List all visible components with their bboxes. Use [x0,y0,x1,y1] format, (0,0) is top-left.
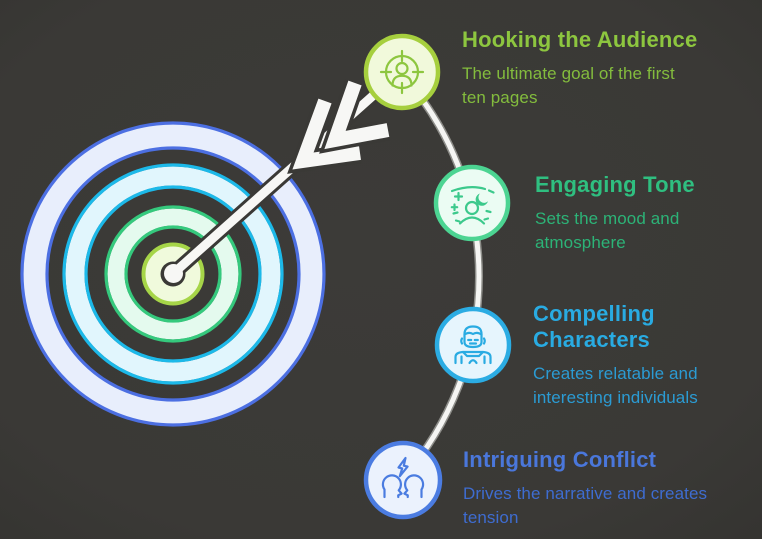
milestone-circle-4 [363,440,443,520]
mood-night-icon [450,186,495,225]
arrow [164,79,390,283]
milestone-2-subtitle: Sets the mood and atmosphere [535,209,680,252]
milestone-2-title: Engaging Tone [535,172,695,197]
milestone-2-text: Engaging Tone Sets the mood and atmosphe… [535,172,762,255]
arrow-impact-dot [164,264,183,283]
milestone-1-title: Hooking the Audience [462,27,698,52]
milestone-3-text: Compelling Characters Creates relatable … [533,301,762,410]
milestone-1-text: Hooking the Audience The ultimate goal o… [462,27,752,110]
milestone-circle-3 [434,306,512,384]
character-icon [454,325,492,365]
milestone-circle-1 [363,33,441,111]
conflict-icon [381,456,425,499]
connector-curve [398,70,483,482]
target-bullseye [20,121,326,427]
milestone-3-subtitle: Creates relatable and interesting indivi… [533,364,698,407]
milestone-4-title: Intriguing Conflict [463,447,657,472]
audience-target-icon [379,49,425,95]
milestone-4-subtitle: Drives the narrative and creates tension [463,484,708,527]
arrow-fletching [292,98,361,170]
milestone-1-subtitle: The ultimate goal of the first ten pages [462,64,675,107]
milestone-4-text: Intriguing Conflict Drives the narrative… [463,447,762,530]
milestone-3-title: Compelling Characters [533,301,655,352]
